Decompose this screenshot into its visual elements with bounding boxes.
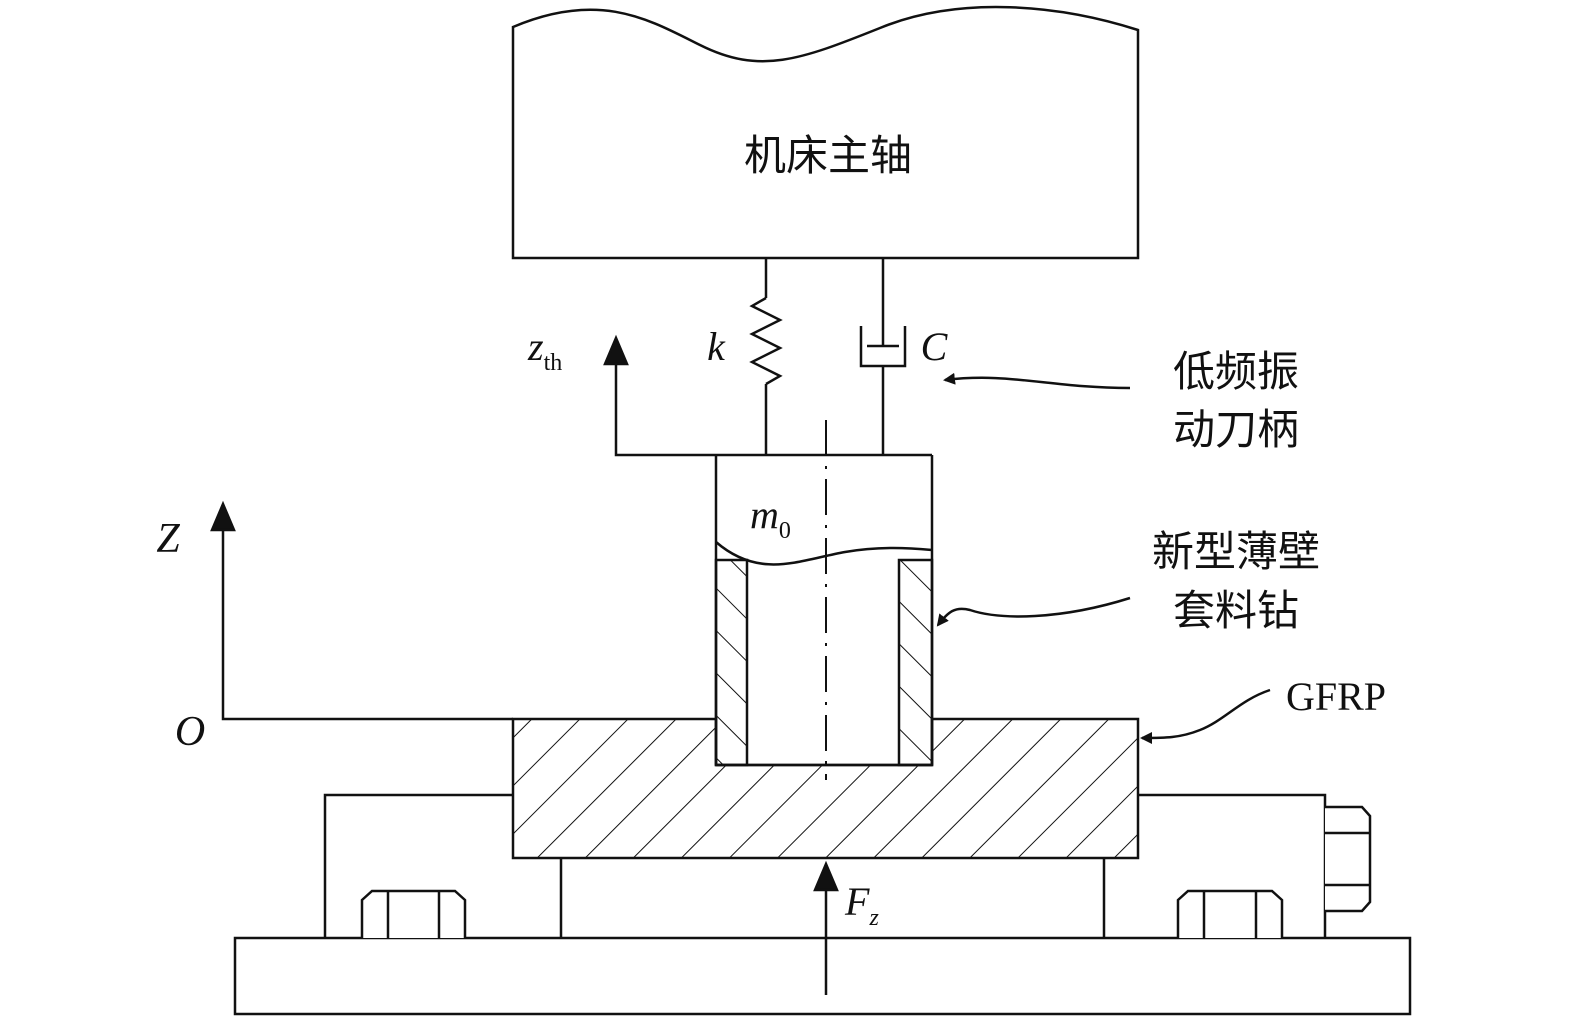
nut-right-icon: [1176, 889, 1284, 938]
drill-label-line2: 套料钻: [1173, 586, 1299, 635]
damper-label: C: [921, 324, 949, 369]
z-th-label: zth: [527, 324, 562, 376]
spindle-block: 机床主轴: [511, 5, 1140, 260]
drill-label-line1: 新型薄壁: [1152, 527, 1320, 576]
nut-left-icon: [360, 889, 467, 938]
spindle-label: 机床主轴: [744, 131, 912, 180]
spring-label: k: [707, 324, 726, 369]
force-label: Fz: [844, 879, 879, 931]
mass-label: m0: [750, 492, 791, 544]
spring-k: [749, 258, 783, 455]
axis-z-label: Z: [156, 516, 180, 562]
tool-holder-leader: [943, 372, 1131, 390]
bolt-side-icon: [1325, 805, 1372, 913]
gfrp-workpiece: [511, 717, 1140, 860]
tool-holder-label-line2: 动刀柄: [1173, 405, 1299, 454]
drill-leader: [936, 596, 1131, 627]
gfrp-label: GFRP: [1286, 674, 1386, 719]
damper-c: [859, 258, 907, 455]
z-th-arrow: [603, 334, 716, 457]
drill-walls: [714, 558, 934, 767]
force-arrow: [813, 860, 839, 995]
base-plate: [233, 936, 1412, 1016]
tool-holder-label-line1: 低频振: [1173, 347, 1299, 396]
origin-label: O: [175, 709, 205, 755]
gfrp-leader: [1140, 688, 1271, 744]
z-axis: [210, 500, 513, 721]
